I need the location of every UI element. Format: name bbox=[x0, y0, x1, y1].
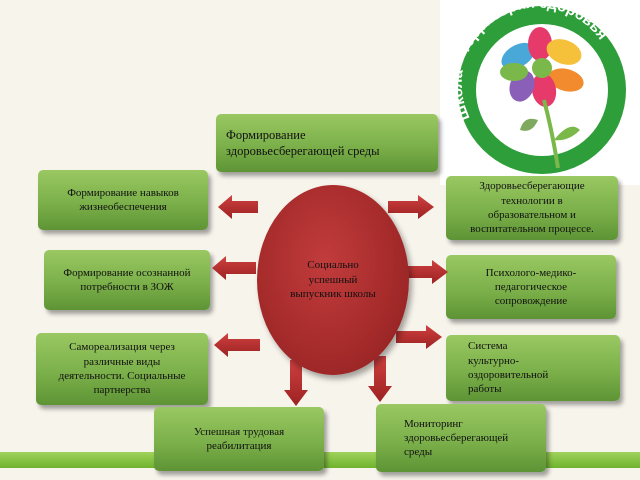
arrow-to-support bbox=[404, 260, 448, 284]
conscious-need-box: Формирование осознанной потребности в ЗО… bbox=[44, 250, 210, 310]
self-realization-box: Самореализация через различные виды деят… bbox=[36, 333, 208, 405]
culture-health-system-box: Система культурно- оздоровительной работ… bbox=[446, 335, 620, 401]
arrow-to-life-skills bbox=[218, 195, 258, 219]
psych-medical-support-box: Психолого-медико- педагогическое сопрово… bbox=[446, 255, 616, 319]
health-technologies-box: Здоровьесберегающие технологии в образов… bbox=[446, 176, 618, 240]
arrow-to-conscious-need bbox=[212, 256, 256, 280]
arrow-to-labor-rehab bbox=[284, 360, 308, 406]
arrow-to-monitoring bbox=[368, 356, 392, 402]
monitoring-box: Мониторинг здоровьесберегающей среды bbox=[376, 404, 546, 472]
school-health-logo: Школа – территория здоровья bbox=[440, 0, 640, 185]
environment-formation-title: Формирование здоровьесберегающей среды bbox=[216, 114, 438, 172]
successful-graduate-center: Социально успешный выпускник школы bbox=[257, 185, 409, 375]
labor-rehabilitation-box: Успешная трудовая реабилитация bbox=[154, 407, 324, 471]
arrow-to-technologies bbox=[388, 195, 434, 219]
life-skills-box: Формирование навыков жизнеобеспечения bbox=[38, 170, 208, 230]
arrow-to-system bbox=[396, 325, 442, 349]
arrow-to-self-realization bbox=[214, 333, 260, 357]
petal-icon bbox=[501, 42, 535, 70]
